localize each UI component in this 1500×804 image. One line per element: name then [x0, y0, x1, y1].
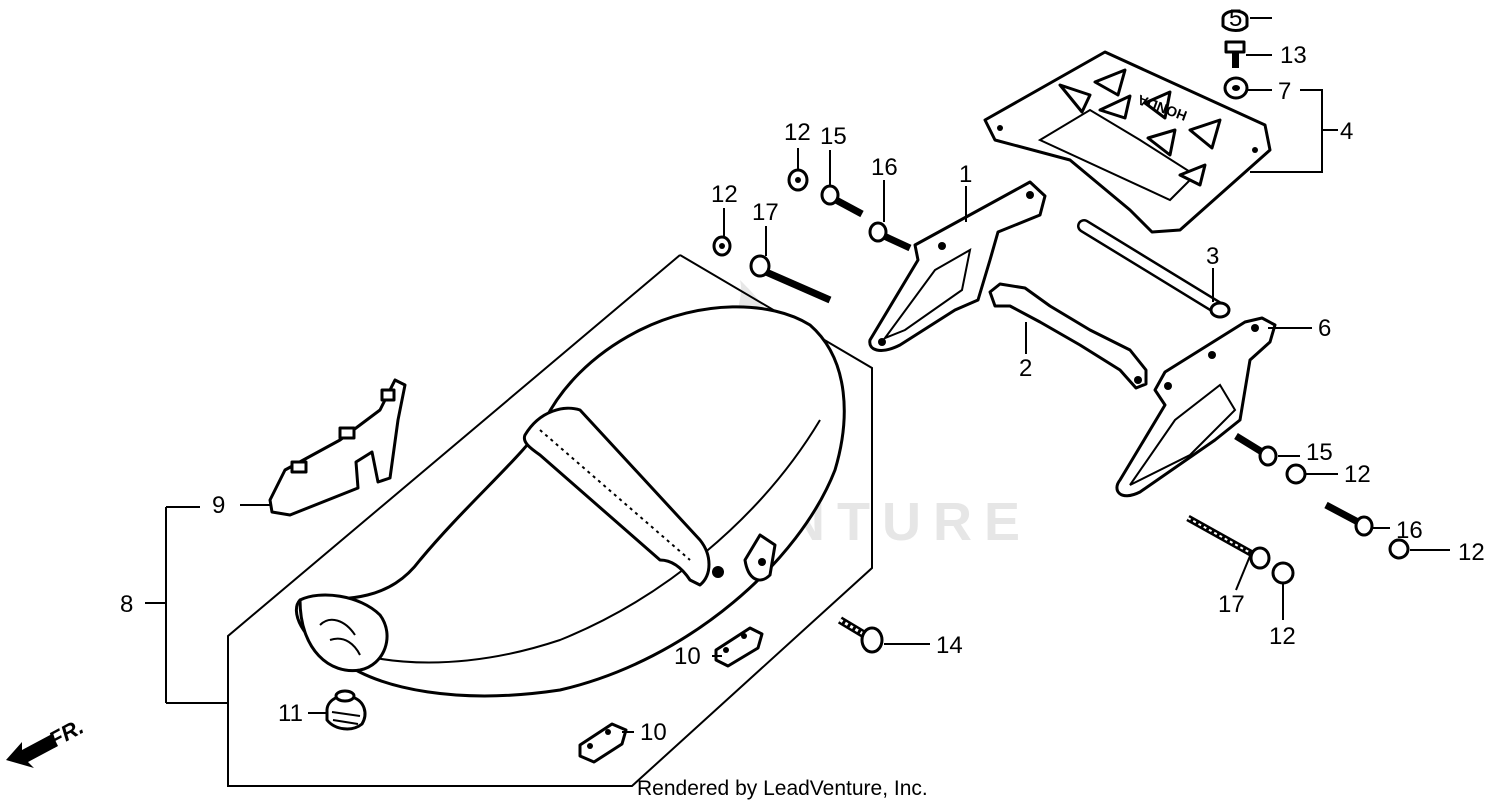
part-3-spacer-rod[interactable] — [1077, 219, 1231, 319]
part-10-clip-lower[interactable] — [578, 722, 628, 764]
callout-3: 3 — [1206, 243, 1219, 270]
part-12-nut-c[interactable] — [1285, 463, 1307, 485]
part-12-nut-a[interactable] — [787, 168, 809, 192]
callout-12-a: 12 — [784, 119, 811, 146]
callout-9: 9 — [212, 492, 225, 519]
callout-12-e: 12 — [1269, 623, 1296, 650]
callout-16-b: 16 — [1396, 517, 1423, 544]
part-12-nut-e[interactable] — [1271, 561, 1295, 585]
part-13-bolt[interactable] — [1224, 40, 1246, 68]
callout-10-a: 10 — [674, 643, 701, 670]
callout-13: 13 — [1280, 42, 1307, 69]
part-16-bolt-b[interactable] — [1324, 501, 1374, 537]
callout-2: 2 — [1019, 355, 1032, 382]
part-9-seat-catch-bracket[interactable] — [268, 378, 407, 517]
part-6-right-grab-rail-bracket[interactable] — [1115, 316, 1277, 498]
callout-8: 8 — [120, 591, 133, 618]
callout-16-a: 16 — [871, 154, 898, 181]
callout-15-b: 15 — [1306, 439, 1333, 466]
part-12-nut-d[interactable] — [1388, 538, 1410, 560]
callout-12-c: 12 — [1344, 461, 1371, 488]
callout-11: 11 — [278, 700, 303, 727]
callout-12-d: 12 — [1458, 539, 1485, 566]
part-17-long-bolt-a[interactable] — [749, 254, 832, 304]
part-2-center-brace[interactable] — [988, 282, 1148, 390]
part-14-bolt[interactable] — [837, 616, 884, 654]
callout-6: 6 — [1318, 315, 1331, 342]
callout-17-b: 17 — [1218, 591, 1245, 618]
part-15-bolt-a[interactable] — [820, 184, 864, 218]
part-17-long-bolt-b[interactable] — [1186, 514, 1271, 570]
rendered-by-credit: Rendered by LeadVenture, Inc. — [637, 777, 928, 800]
part-11-grommet[interactable] — [325, 689, 367, 731]
front-direction-indicator: FR. — [6, 714, 88, 768]
seat[interactable] — [294, 305, 846, 698]
callout-4: 4 — [1340, 118, 1353, 145]
part-10-clip-upper[interactable] — [714, 626, 764, 668]
part-7-washer-nut[interactable] — [1223, 76, 1249, 100]
callout-labels: 5 5 13 7 4 1 3 6 2 12 15 16 12 17 15 12 … — [120, 5, 1485, 746]
leader-lines — [240, 17, 1450, 733]
part-5-cap[interactable] — [1221, 9, 1249, 32]
seat-group-frame — [145, 254, 873, 787]
callout-5: 5 — [1229, 5, 1242, 32]
part-1-left-grab-rail-bracket[interactable] — [868, 180, 1047, 352]
callout-10-b: 10 — [640, 719, 667, 746]
part-4-rear-carrier[interactable]: HONDA — [983, 50, 1272, 234]
part-15-bolt-b[interactable] — [1234, 433, 1278, 467]
callout-15-a: 15 — [820, 123, 847, 150]
callout-7: 7 — [1278, 78, 1291, 105]
callout-12-b: 12 — [711, 181, 738, 208]
part-16-bolt-a[interactable] — [868, 221, 912, 252]
callout-17-a: 17 — [752, 199, 779, 226]
callout-14: 14 — [936, 632, 963, 659]
callout-1: 1 — [959, 161, 972, 188]
part-12-nut-b[interactable] — [712, 235, 732, 257]
